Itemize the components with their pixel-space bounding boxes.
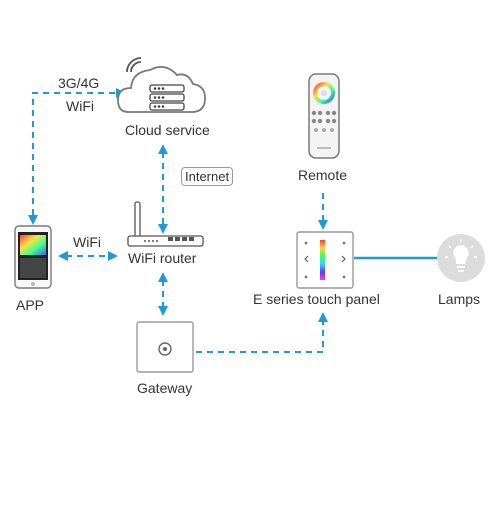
touch-panel-icon	[296, 231, 354, 289]
gateway-icon	[136, 321, 194, 373]
router-icon	[127, 201, 204, 247]
label-wifi-router: WiFi router	[128, 250, 197, 266]
connection-lines	[28, 88, 440, 353]
arrow-head	[58, 251, 68, 261]
label-app: APP	[16, 297, 45, 313]
label-remote: Remote	[298, 167, 348, 183]
label-wifi-app-link: WiFi	[73, 234, 101, 250]
arrow-head	[158, 144, 168, 154]
smartphone-icon	[14, 225, 52, 289]
arrow-head	[318, 220, 328, 230]
label-wifi-cloud-link: WiFi	[66, 98, 94, 114]
cloud-server-icon	[117, 57, 206, 113]
arrow-head	[158, 306, 168, 316]
label-gateway: Gateway	[137, 380, 193, 396]
label-touch-panel: E series touch panel	[253, 291, 380, 307]
link-app-cloud	[32, 92, 118, 215]
label-lamps: Lamps	[438, 291, 481, 307]
label-cloud-service: Cloud service	[125, 122, 210, 138]
label-internet: Internet	[181, 167, 234, 186]
arrow-head	[318, 312, 328, 322]
arrow-head	[158, 224, 168, 234]
arrow-head	[28, 215, 38, 225]
lightbulb-icon	[437, 234, 485, 282]
label-mobile-link: 3G/4G	[58, 75, 100, 91]
link-gateway-panel	[196, 320, 324, 353]
arrow-head	[108, 251, 118, 261]
rgb-remote-icon	[308, 73, 340, 159]
arrow-head	[158, 272, 168, 282]
